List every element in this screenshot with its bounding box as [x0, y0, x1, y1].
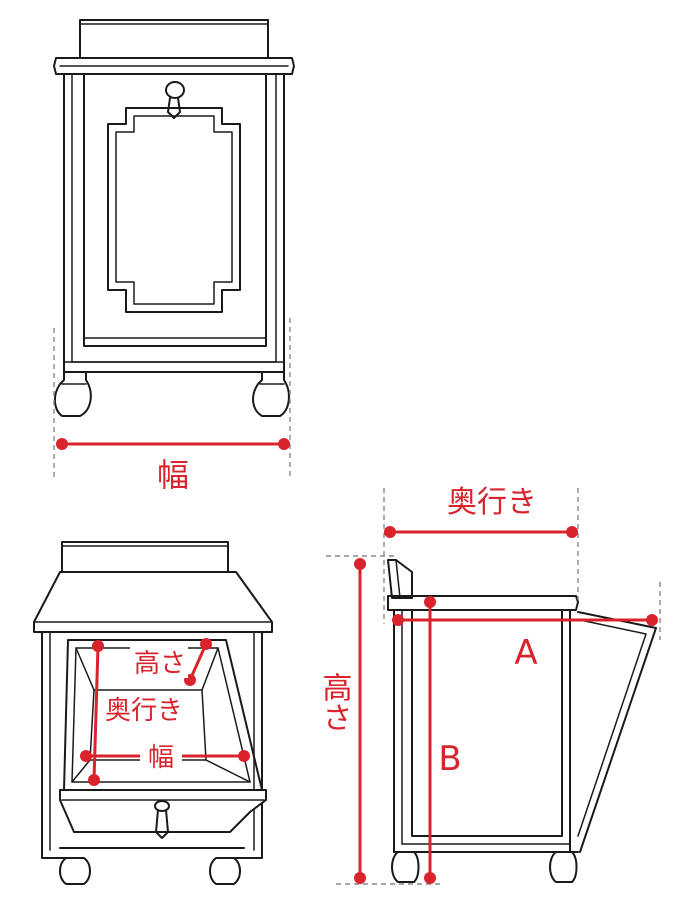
- side-a-end-dot: [646, 614, 658, 626]
- side-dimensions: 奥行き 高さ A B: [317, 485, 658, 884]
- side-b-top-dot: [424, 596, 436, 608]
- drawer-width-start-dot: [80, 750, 92, 762]
- drawer-depth-bottom-dot: [88, 774, 100, 786]
- side-a-label: A: [514, 633, 537, 673]
- side-b-bottom-dot: [424, 872, 436, 884]
- side-view: [387, 559, 657, 883]
- drawer-depth-label: 奥行き: [105, 696, 183, 726]
- side-a-start-dot: [392, 614, 404, 626]
- drawer-depth-top-dot: [92, 640, 104, 652]
- front-width-dimension: 幅: [53, 318, 291, 494]
- side-depth-end-dot: [566, 526, 578, 538]
- drawer-open-view: [33, 541, 273, 885]
- front-width-start-dot: [56, 438, 68, 450]
- side-height-top-dot: [354, 558, 366, 570]
- drawer-dimensions: 高さ 奥行き 幅: [80, 638, 250, 786]
- front-width-label: 幅: [157, 456, 189, 494]
- side-height-label: 高さ: [317, 672, 352, 732]
- side-guides: [326, 488, 661, 885]
- side-height-bottom-dot: [354, 872, 366, 884]
- side-depth-label: 奥行き: [447, 485, 537, 520]
- front-width-end-dot: [278, 438, 290, 450]
- drawer-width-end-dot: [238, 750, 250, 762]
- drawer-width-label: 幅: [148, 743, 174, 773]
- drawer-height-label: 高さ: [134, 649, 186, 679]
- side-b-label: B: [438, 739, 461, 779]
- front-view: [53, 19, 295, 417]
- drawer-height-top-dot: [200, 638, 212, 650]
- side-depth-start-dot: [384, 526, 396, 538]
